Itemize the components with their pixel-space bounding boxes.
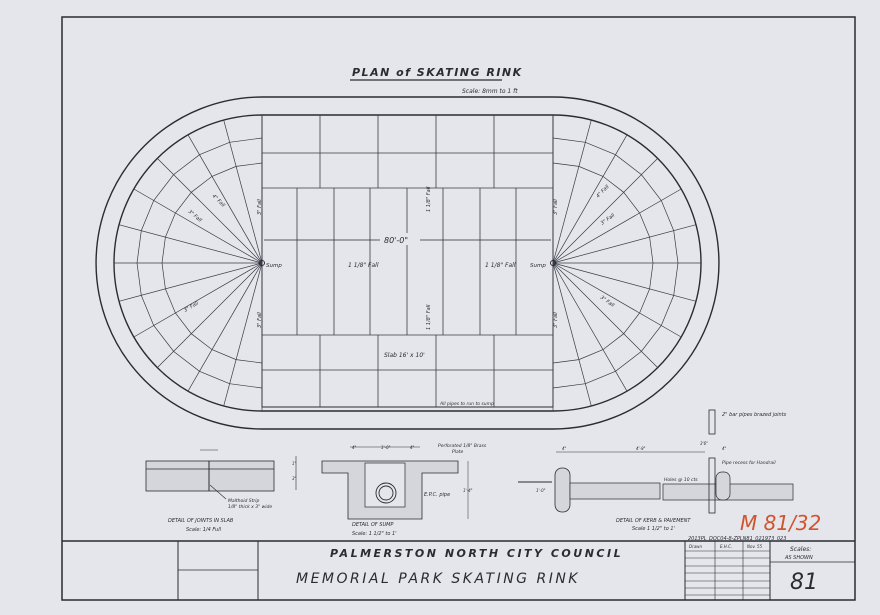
radial-joint	[552, 262, 658, 368]
radial-joint	[552, 119, 592, 264]
scales-value: AS SHOWN	[784, 555, 813, 561]
fall-curve-label: 3" Fall	[599, 295, 616, 309]
radial-joint	[552, 262, 592, 407]
radial-joint	[552, 262, 628, 392]
detail-joints: 1" 3" Malthoid Strip 1/8" thick x 3" wid…	[145, 449, 297, 533]
radial-joint	[118, 262, 263, 302]
ring-joint	[161, 162, 263, 364]
sump-dim: 1'-4"	[463, 488, 473, 493]
sump-scale: Scale: 1 1/2" to 1'	[352, 531, 397, 537]
radial-joint	[133, 262, 263, 338]
sump-note: Perforated 1/8" Brass	[438, 443, 487, 449]
fall-curve-label: 3" Fall	[600, 212, 617, 226]
plan-scale: Scale: 8mm to 1 ft	[462, 88, 518, 95]
kerb-dim: 4'-8"	[636, 446, 646, 451]
fall-left-label: 1 1/8" Fall	[348, 262, 379, 269]
kerb-dim: 4"	[562, 446, 567, 451]
fall-curve-label: 3" Fall	[187, 209, 203, 224]
fall-curve-label: 4" Fall	[211, 193, 227, 209]
joints-note: Malthoid Strip	[228, 498, 260, 504]
sump-right-marker	[550, 260, 556, 266]
council-name: PALMERSTON NORTH CITY COUNCIL	[330, 547, 623, 560]
kerb-title: DETAIL OF KERB & PAVEMENT	[616, 518, 691, 524]
radial-joint	[133, 188, 263, 264]
radial-joint	[223, 119, 263, 264]
fall-side-label: 3" Fall	[257, 312, 263, 328]
radial-joint	[157, 262, 263, 368]
scales-label: Scales:	[790, 546, 811, 553]
sump-right-label: Sump	[530, 263, 546, 269]
drawn-label: Drawn	[689, 544, 702, 549]
sump-dim: 4"	[352, 445, 357, 450]
radial-joint	[118, 224, 263, 264]
radial-joint	[552, 134, 628, 264]
radial-joint	[552, 262, 697, 302]
kerb-dim: 3'6"	[700, 441, 708, 446]
radial-joint	[187, 134, 263, 264]
radial-joint	[552, 262, 682, 338]
project-title: MEMORIAL PARK SKATING RINK	[296, 571, 580, 587]
kerb-note: Pipe recess for Handrail	[722, 460, 776, 466]
fall-side-label: 3" Fall	[257, 199, 263, 215]
drawn-date: Nov. 55	[747, 544, 763, 549]
catalogue-number: 2013PL_DOC04-8-ZPLN81_021973_023	[688, 536, 786, 542]
sump-left-marker	[259, 260, 265, 266]
radial-joint	[552, 188, 682, 264]
sump-note: Plate	[452, 449, 463, 455]
sump-left-label: Sump	[266, 263, 282, 269]
sheet-number: 81	[790, 570, 818, 595]
kerb-scale: Scale 1 1/2" to 1'	[632, 526, 675, 532]
kerb-dim: 4"	[722, 446, 727, 451]
slab-label: Slab 16' x 10'	[384, 352, 425, 359]
sump-dim: 4"	[410, 445, 415, 450]
joints-note: 1/8" thick x 3" wide	[228, 504, 272, 510]
ring-joint	[552, 162, 654, 364]
track-outer-edge	[95, 96, 720, 430]
sheet-border	[61, 16, 856, 601]
joints-dim: 3"	[292, 476, 297, 481]
radial-joint	[223, 262, 263, 407]
fall-top-label: 1 1/8" Fall	[426, 186, 432, 212]
sump-title: DETAIL OF SUMP	[352, 522, 393, 528]
sump-pipe-label: E.P.C. pipe	[424, 492, 450, 498]
ring-joint	[552, 137, 679, 389]
detail-kerb: 4" 4'-8" 4" 1'-0" 3'6" 2" bar pipes braz…	[518, 409, 794, 532]
joints-scale: Scale: 1/4 Full	[186, 527, 222, 533]
radial-joint	[552, 224, 697, 264]
archive-reference-stamp: M 81/32	[740, 511, 821, 535]
radial-joint	[157, 158, 263, 264]
joints-dim: 1"	[292, 461, 297, 466]
radial-joint	[187, 262, 263, 392]
rink-plan: 80'-0" Sump Sump 1 1/8" Fall 1 1/8" Fall…	[95, 96, 720, 430]
drawn-by: E.H.C.	[720, 544, 732, 549]
fall-side-label: 3" Fall	[553, 312, 559, 328]
fall-side-label: 3" Fall	[553, 199, 559, 215]
fall-curve-label: 3" Fall	[183, 300, 200, 313]
dimension-length: 80'-0"	[384, 236, 408, 245]
detail-sump: 4" 1'-0" 4" 1'-4" Perforated 1/8" Brass …	[321, 443, 487, 537]
pipe-note: All pipes to run to sump	[439, 401, 494, 407]
ring-joint	[136, 137, 263, 389]
rink-slab-area	[261, 114, 554, 408]
joints-title: DETAIL OF JOINTS IN SLAB	[168, 518, 234, 524]
radial-joint	[552, 158, 658, 264]
kerb-dim: 1'-0"	[536, 488, 546, 493]
fall-bottom-label: 1 1/8" Fall	[426, 304, 432, 330]
fall-right-label: 1 1/8" Fall	[485, 262, 516, 269]
title-block: Drawn E.H.C. Nov. 55 PALMERSTON NORTH CI…	[62, 540, 855, 600]
sump-dim: 1'-0"	[381, 445, 391, 450]
plan-title: PLAN of SKATING RINK	[352, 66, 523, 79]
kerb-note: Holes @ 10 cts	[664, 477, 698, 483]
kerb-note: 2" bar pipes brazed joints	[722, 412, 787, 418]
